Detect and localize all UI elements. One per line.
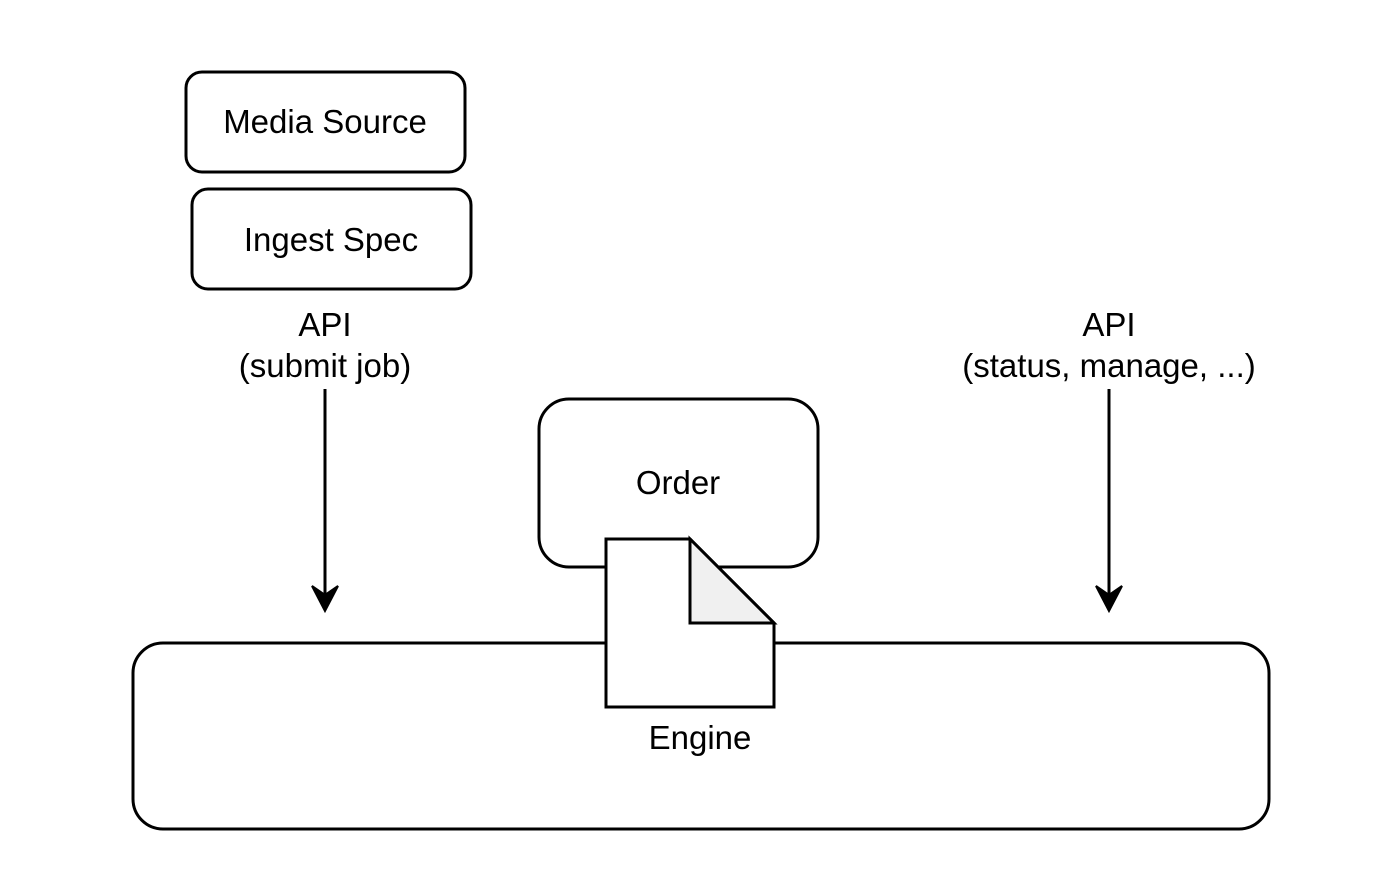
api-status-label-line1: API xyxy=(1082,306,1135,343)
submit-arrow xyxy=(311,389,339,614)
engine-label: Engine xyxy=(649,719,752,756)
api-status-label-line2: (status, manage, ...) xyxy=(962,347,1255,384)
ingest-spec-box xyxy=(190,187,473,291)
ingest-spec-label: Ingest Spec xyxy=(244,221,418,258)
order-label: Order xyxy=(636,464,720,501)
api-submit-label-line2: (submit job) xyxy=(239,347,411,384)
document-icon xyxy=(604,535,778,709)
media-source-box xyxy=(184,70,467,174)
status-arrow xyxy=(1095,389,1123,614)
media-source-label: Media Source xyxy=(223,103,427,140)
api-submit-label-line1: API xyxy=(298,306,351,343)
